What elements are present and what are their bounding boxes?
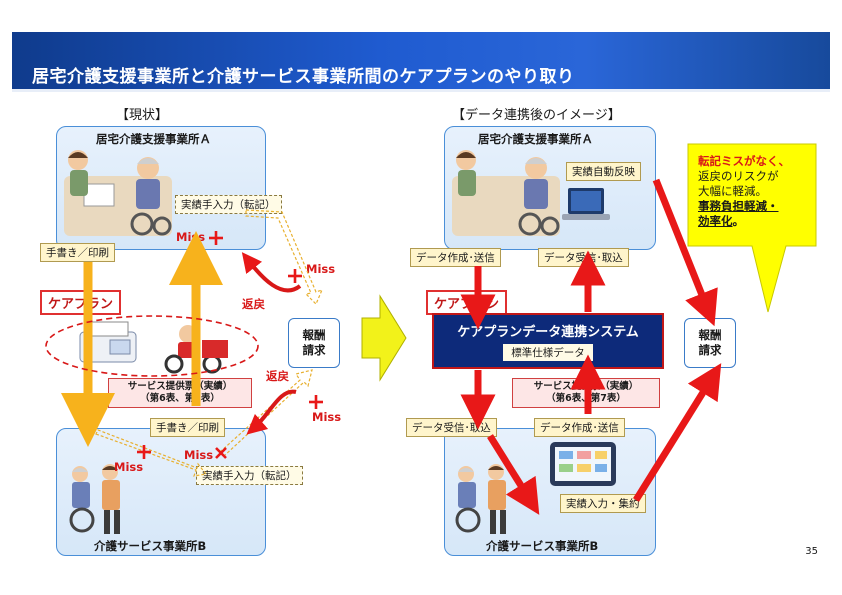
callout-line6: 。 — [732, 214, 745, 228]
future-heading: 【データ連携後のイメージ】 — [452, 108, 621, 123]
service-slip-current-line2: （第6表、第7表） — [140, 393, 220, 404]
handwrite-print-bottom-label: 手書き／印刷 — [150, 418, 225, 437]
receive-import-top-label: データ受信･取込 — [538, 248, 629, 267]
record-entry-label: 実績入力・集約 — [560, 494, 646, 513]
manual-entry-top-label: 実績手入力（転記） — [175, 195, 282, 214]
create-send-top-label: データ作成･送信 — [410, 248, 501, 267]
service-slip-future: サービス提供票（実績） （第6表、第7表） — [512, 378, 660, 408]
transition-arrow — [361, 294, 407, 382]
miss-label-1: Miss — [176, 230, 206, 244]
current-heading: 【現状】 — [116, 108, 169, 123]
miss-label-3: Miss — [312, 410, 342, 424]
page-number: 35 — [805, 546, 818, 557]
elderly-care-illustration-future — [455, 464, 506, 534]
benefit-callout-text: 転記ミスがなく、 返戻のリスクが 大幅に軽減。 事務負担軽減・ 効率化。 — [698, 154, 810, 229]
caseworker-illustration — [64, 150, 172, 236]
miss-label-5: Miss — [184, 448, 214, 462]
return-label-2: 返戻 — [266, 369, 289, 383]
laptop-icon — [562, 188, 610, 220]
careplan-data-system: ケアプランデータ連携システム 標準仕様データ — [432, 313, 664, 369]
fax-delivery-illustration — [79, 321, 228, 374]
miss-label-2: Miss — [306, 262, 336, 276]
callout-line2: 返戻のリスクが — [698, 169, 779, 183]
service-slip-current-line1: サービス提供票（実績） — [127, 381, 233, 392]
callout-line3: 大幅に軽減。 — [698, 184, 767, 198]
receive-import-bottom-label: データ受信･取込 — [406, 418, 497, 437]
callout-line4: 事務負担軽減・ — [698, 199, 779, 213]
tablet-icon — [550, 442, 616, 486]
callout-line5: 効率化 — [698, 214, 733, 228]
future-top-panel-title: 居宅介護支援事業所Ａ — [478, 132, 593, 146]
system-name: ケアプランデータ連携システム — [457, 325, 639, 340]
handwrite-print-top-label: 手書き／印刷 — [40, 243, 115, 262]
caseworker-illustration-future — [452, 150, 560, 236]
billing-box-current: 報酬 請求 — [288, 318, 340, 368]
service-slip-future-line2: （第6表、第7表） — [546, 393, 626, 404]
billing-current-line2: 請求 — [302, 343, 326, 357]
return-arrow-top — [241, 252, 302, 293]
return-arrow-bottom — [246, 389, 297, 435]
create-send-bottom-label: データ作成･送信 — [534, 418, 625, 437]
slide-title: 居宅介護支援事業所と介護サービス事業所間のケアプランのやり取り — [32, 67, 575, 87]
return-label-1: 返戻 — [242, 297, 265, 311]
future-bottom-panel-title: 介護サービス事業所B — [486, 539, 599, 553]
current-top-panel-title: 居宅介護支援事業所Ａ — [96, 132, 211, 146]
billing-current-line1: 報酬 — [302, 328, 326, 342]
manual-entry-bottom-label: 実績手入力（転記） — [196, 466, 303, 485]
service-slip-current: サービス提供票（実績） （第6表、第7表） — [108, 378, 252, 408]
auto-reflect-label: 実績自動反映 — [566, 162, 641, 181]
billing-future-line2: 請求 — [698, 343, 722, 357]
callout-line1: 転記ミスがなく、 — [698, 154, 790, 168]
standard-spec-data-label: 標準仕様データ — [503, 344, 593, 361]
billing-box-future: 報酬 請求 — [684, 318, 736, 368]
title-banner: 居宅介護支援事業所と介護サービス事業所間のケアプランのやり取り — [12, 32, 830, 92]
miss-label-4: Miss — [114, 460, 144, 474]
billing-future-line1: 報酬 — [698, 328, 722, 342]
careplan-label-future: ケアプラン — [426, 290, 508, 315]
careplan-label-current: ケアプラン — [40, 290, 122, 315]
current-bottom-panel-title: 介護サービス事業所B — [94, 539, 207, 553]
service-slip-future-line1: サービス提供票（実績） — [533, 381, 639, 392]
